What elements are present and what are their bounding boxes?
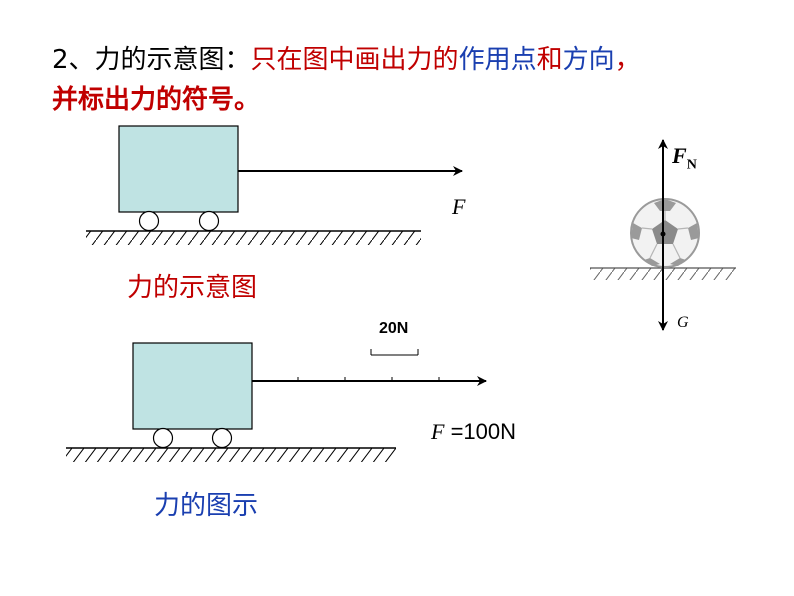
- diagram1-caption: 力的示意图: [127, 273, 258, 303]
- gravity-label: G: [677, 314, 689, 331]
- diagram1-cart: [118, 125, 239, 232]
- heading-red-1: 只在图中画出力的: [250, 45, 459, 75]
- diagram1-force-label: F: [452, 194, 466, 219]
- heading-red-2: 和: [536, 45, 563, 75]
- diagram2-force-number: =100N: [450, 419, 517, 444]
- diagram2-ground: [66, 447, 396, 462]
- scale-bar: [370, 349, 419, 356]
- heading-blue-1: 作用点: [458, 45, 537, 75]
- cart2-wheel-right: [211, 427, 233, 449]
- scale-label: 20N: [379, 320, 409, 337]
- diagram2-scale-ticks: [297, 377, 440, 381]
- support-force-symbol: F: [672, 143, 687, 168]
- cart1-body: [118, 125, 239, 213]
- cart1-wheel-left: [138, 210, 160, 232]
- heading-line-1: 2、力的示意图：只在图中画出力的作用点和方向，: [52, 40, 641, 80]
- slide-heading: 2、力的示意图：只在图中画出力的作用点和方向， 并标出力的符号。: [52, 40, 641, 120]
- diagram2-force-value: F =100N: [431, 419, 516, 445]
- diagram1-ground: [86, 230, 421, 245]
- heading-blue-2: 方向: [562, 45, 615, 75]
- cart2-body: [132, 342, 253, 430]
- support-force-subscript: N: [686, 157, 697, 173]
- diagram2-cart: [132, 342, 253, 449]
- diagram2-caption: 力的图示: [154, 491, 259, 521]
- cart1-wheel-right: [198, 210, 220, 232]
- support-force-label: FN: [672, 143, 697, 173]
- heading-prefix: 2、力的示意图：: [52, 45, 251, 75]
- diagram2-force-symbol: F: [431, 419, 445, 444]
- heading-line-2: 并标出力的符号。: [52, 85, 261, 115]
- heading-red-3: ，: [614, 45, 641, 75]
- cart2-wheel-left: [152, 427, 174, 449]
- ball-center-dot: [660, 231, 666, 237]
